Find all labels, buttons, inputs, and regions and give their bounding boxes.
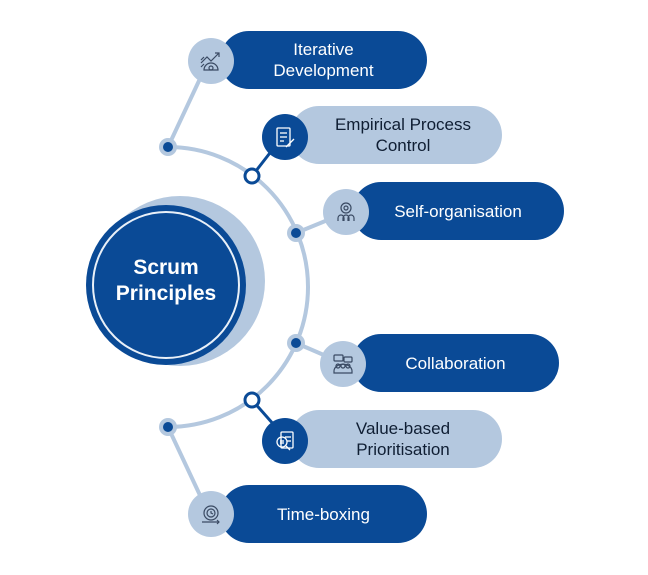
hub-circle: Scrum Principles bbox=[86, 205, 246, 365]
label-line: Value-based bbox=[355, 419, 451, 438]
label-line: Development bbox=[273, 61, 374, 80]
principle-self-organisation: Self-organisation bbox=[352, 182, 564, 240]
principle-time-boxing: Time-boxing bbox=[220, 485, 427, 543]
hub-title-line-2: Principles bbox=[115, 282, 217, 305]
principle-collaboration: Collaboration bbox=[352, 334, 559, 392]
connector-timeboxing bbox=[166, 426, 207, 507]
hub-title-line-1: Scrum bbox=[133, 256, 199, 279]
hub-ring bbox=[92, 211, 240, 359]
node-self-org bbox=[287, 224, 305, 242]
label-line: Collaboration bbox=[405, 353, 506, 373]
clock-gear-icon bbox=[188, 491, 234, 537]
node-empirical bbox=[243, 167, 261, 185]
main-arc bbox=[167, 145, 310, 429]
node-value bbox=[243, 391, 261, 409]
growth-chart-gear-icon bbox=[188, 38, 234, 84]
node-iterative bbox=[159, 138, 177, 156]
connector-iterative bbox=[166, 67, 207, 148]
label-line: Prioritisation bbox=[356, 440, 450, 459]
team-gear-icon bbox=[323, 189, 369, 235]
node-timeboxing bbox=[159, 418, 177, 436]
hub-title: Scrum Principles bbox=[86, 255, 246, 307]
team-chat-icon bbox=[320, 341, 366, 387]
node-collaboration bbox=[287, 334, 305, 352]
label-line: Iterative bbox=[293, 40, 354, 59]
document-magnifier-icon bbox=[262, 418, 308, 464]
label-line: Time-boxing bbox=[277, 504, 370, 524]
label-line: Empirical Process bbox=[334, 115, 472, 134]
label-line: Self-organisation bbox=[394, 201, 522, 221]
checklist-pen-icon bbox=[262, 114, 308, 160]
label-line: Control bbox=[375, 136, 431, 155]
